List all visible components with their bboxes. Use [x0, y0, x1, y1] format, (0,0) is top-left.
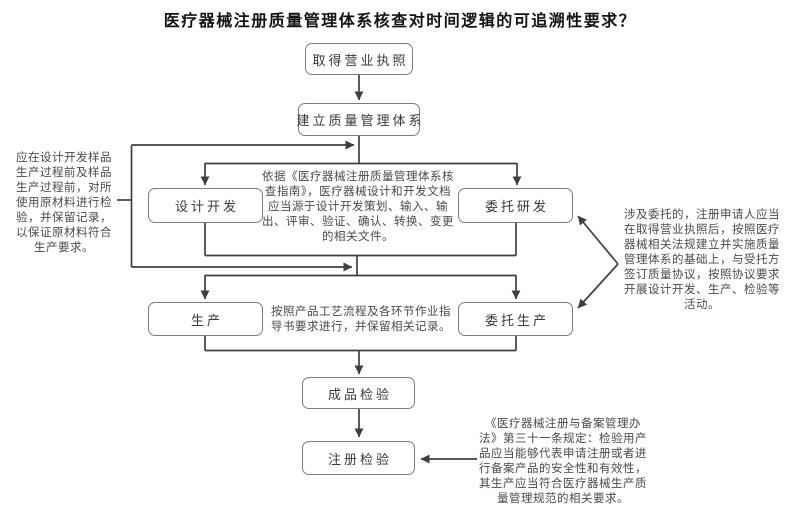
node-production: 生产	[148, 302, 263, 336]
annotation-inspection-regulation: 《医疗器械注册与备案管理办 法》第三十一条规定：检验用产 品应当能够代表申请注册…	[479, 418, 647, 505]
annotation-raw-material-check: 应在设计开发样品 生产过程前及样品 生产过程前，对所 使用原材料进行检 验，并保…	[16, 152, 112, 254]
annotation-entrustment-requirements: 涉及委托的，注册申请人应当 在取得营业执照后，按照医疗 器械相关法规建立并实施质…	[624, 209, 780, 311]
diagram-title: 医疗器械注册质量管理体系核查对时间逻辑的可追溯性要求？	[163, 13, 637, 30]
node-establish-qms: 建立质量管理体系	[297, 103, 422, 136]
node-entrusted-production: 委托生产	[458, 302, 573, 336]
annotation-design-docs-basis: 依据《医疗器械注册质量管理体系核 查指南》，医疗器械设计和开发文档 应当源于设计…	[262, 171, 454, 243]
node-obtain-business-license: 取得营业执照	[305, 43, 413, 75]
node-registration-inspection: 注册检验	[302, 441, 415, 475]
annotation-process-records: 按照产品工艺流程及各环节作业指 导书要求进行，并保留相关记录。	[271, 306, 451, 333]
node-entrusted-rd: 委托研发	[458, 188, 573, 223]
node-design-development: 设计开发	[148, 188, 263, 223]
node-finished-product-inspection: 成品检验	[302, 377, 415, 409]
